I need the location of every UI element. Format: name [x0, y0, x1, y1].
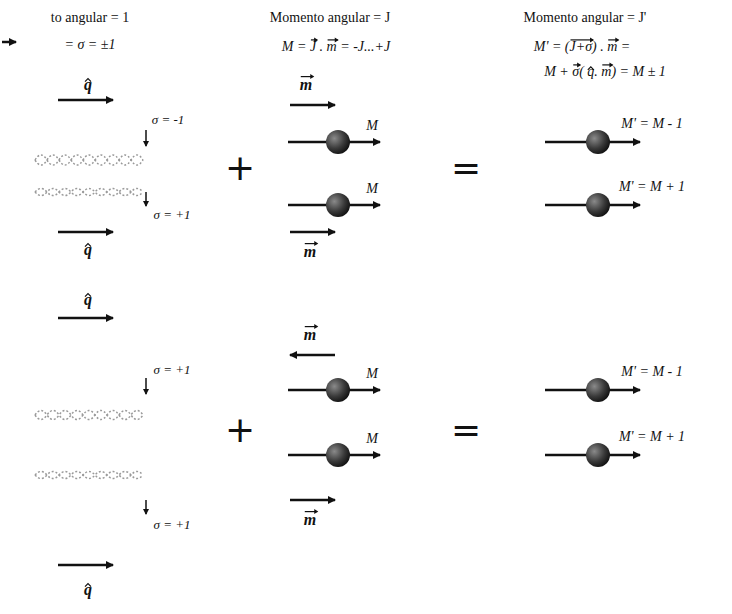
header-text: to angular = 1	[51, 9, 129, 27]
projection-label: M' = M - 1	[621, 115, 682, 133]
vector-arrows	[2, 42, 335, 565]
operator: =	[451, 407, 481, 454]
operator: +	[225, 145, 255, 192]
vector-label: m	[304, 325, 316, 346]
particle-ball	[326, 130, 610, 467]
spin-arrow	[145, 130, 147, 514]
projection-label: M' = M + 1	[619, 428, 685, 446]
particle-spin	[288, 142, 640, 455]
projection-label: M	[366, 117, 378, 135]
projection-label: M	[366, 430, 378, 448]
vector-label: m	[304, 510, 316, 531]
projection-label: M	[366, 180, 378, 198]
formula: = σ = ±1	[65, 36, 116, 54]
photon-wave	[35, 155, 143, 479]
vector-label: q	[84, 75, 92, 96]
projection-label: M' = M - 1	[621, 363, 682, 381]
vector-label: q	[84, 580, 92, 601]
vector-label: m	[300, 75, 312, 96]
formula: M = J . m = -J...+J	[282, 38, 390, 56]
helicity-label: σ = +1	[154, 517, 191, 534]
vector-label: m	[304, 242, 316, 263]
projection-label: M' = M + 1	[619, 178, 685, 196]
helicity-label: σ = +1	[154, 362, 191, 379]
formula: M' = (J+σ) . m =	[534, 38, 631, 56]
vector-label: q	[84, 240, 92, 261]
projection-label: M	[366, 365, 378, 383]
operator: +	[225, 407, 255, 454]
helicity-label: σ = +1	[154, 207, 191, 224]
header-text: Momento angular = J	[270, 9, 390, 27]
header-text: Momento angular = J'	[524, 9, 647, 27]
helicity-label: σ = -1	[152, 112, 185, 129]
operator: =	[451, 145, 481, 192]
vector-label: q	[84, 290, 92, 311]
formula: M + σ( q. m) = M ± 1	[544, 63, 666, 81]
